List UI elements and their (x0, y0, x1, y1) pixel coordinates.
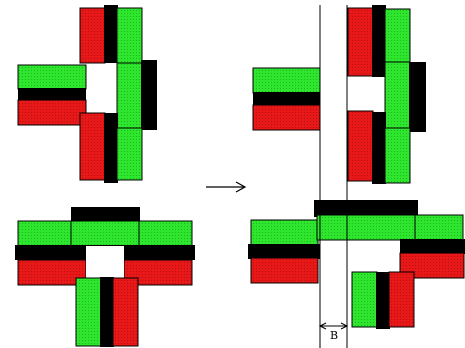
black-band (141, 60, 157, 130)
green-piece (250, 219, 319, 246)
green-piece (70, 220, 141, 247)
dimension-label: B (330, 329, 338, 342)
dimension-guides: B (318, 5, 349, 348)
assembly-top-left (17, 5, 157, 183)
red-piece (252, 104, 321, 131)
red-piece (250, 257, 319, 284)
green-piece (384, 127, 411, 184)
assembly-bottom-left (15, 207, 195, 347)
green-piece (17, 220, 74, 247)
black-band (372, 5, 386, 77)
assembly-bottom-right (248, 200, 465, 329)
red-piece (112, 277, 139, 347)
red-piece (79, 112, 106, 181)
black-band (104, 5, 118, 63)
green-piece (252, 67, 321, 94)
green-piece (17, 64, 87, 90)
center-gap (86, 246, 124, 280)
black-band (253, 92, 320, 105)
black-band (372, 112, 386, 184)
red-piece (79, 7, 106, 64)
transformation-arrow-icon (206, 181, 247, 193)
green-piece (316, 214, 417, 241)
green-piece (116, 7, 143, 64)
black-band (18, 88, 86, 100)
black-band (409, 62, 426, 132)
green-piece (384, 61, 411, 131)
red-piece (388, 271, 415, 328)
red-piece (347, 110, 374, 182)
red-piece (17, 99, 87, 126)
dimension-arrow-left-icon (318, 322, 327, 330)
black-band (314, 200, 418, 217)
green-piece (351, 271, 378, 328)
black-band (400, 239, 465, 254)
black-band (248, 244, 320, 259)
green-piece (116, 127, 143, 181)
green-piece (75, 277, 102, 347)
green-piece (384, 8, 411, 64)
assembly-top-right (252, 5, 426, 184)
green-piece (116, 62, 143, 130)
green-piece (138, 220, 193, 247)
black-band (376, 272, 390, 329)
black-band (100, 277, 114, 347)
dimension-arrow-right-icon (340, 322, 349, 330)
black-band (104, 113, 118, 183)
green-piece (414, 214, 464, 241)
black-band (71, 207, 140, 222)
red-piece (347, 7, 374, 77)
